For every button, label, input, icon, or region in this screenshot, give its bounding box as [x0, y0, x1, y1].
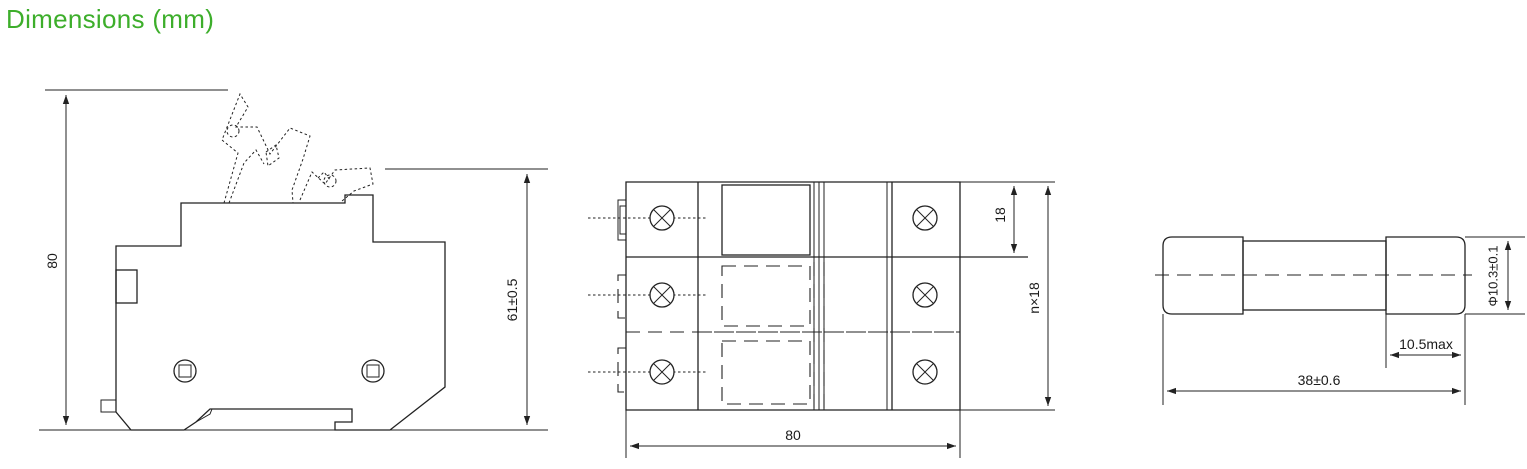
terminal-mark-icon [912, 282, 938, 308]
terminal-mark-icon [912, 205, 938, 231]
handle-outline [221, 92, 311, 204]
terminal-mark-icon [912, 359, 938, 385]
total-dimension-label: n×18 [1026, 282, 1042, 314]
fuse-right-cap [1385, 236, 1466, 315]
base-height-dimension-label: 61±0.5 [504, 278, 520, 321]
top-view-outline [625, 181, 961, 411]
label-window [115, 269, 138, 304]
holder-body-outline [115, 194, 446, 431]
pitch-dimension-label: 18 [992, 207, 1008, 223]
side-view: 80 61±0.5 [39, 89, 548, 431]
diameter-dimension-label: Φ10.3±0.1 [1486, 246, 1501, 307]
cap-length-dimension-label: 10.5max [1399, 336, 1453, 352]
length-dimension-label: 38±0.6 [1298, 372, 1341, 388]
terminal-mark-icon [649, 359, 675, 385]
page-title: Dimensions (mm) [6, 4, 215, 34]
height-dimension-label: 80 [44, 253, 60, 269]
top-view: 18 n×18 80 [588, 181, 1055, 458]
terminal-mark-icon [649, 205, 675, 231]
width-dimension-label: 80 [785, 427, 801, 443]
screw-icon [173, 359, 197, 383]
fuse-window [721, 184, 811, 256]
fuse-link: Φ10.3±0.1 10.5max 38±0.6 [1155, 236, 1525, 405]
fuse-left-cap [1162, 236, 1244, 315]
terminal-mark-icon [649, 282, 675, 308]
screw-icon [361, 359, 385, 383]
handle-pivot-icon [226, 124, 240, 138]
